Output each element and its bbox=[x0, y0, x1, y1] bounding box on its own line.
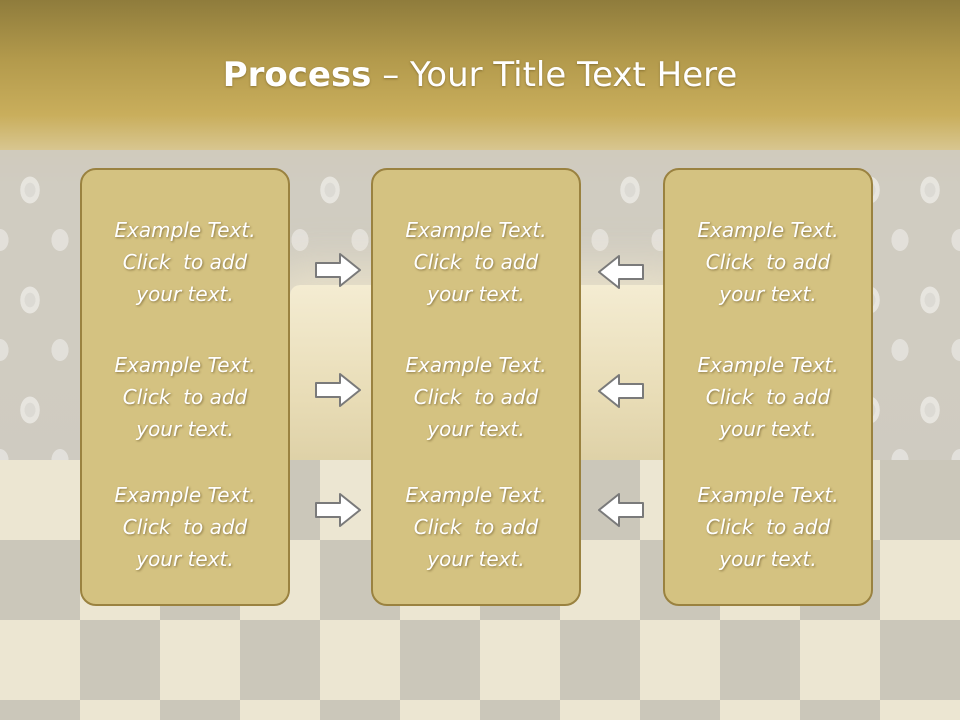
box-text[interactable]: Example Text. Click to add your text. bbox=[665, 349, 871, 445]
text-line: Click to add bbox=[413, 250, 539, 274]
text-line: Example Text. bbox=[405, 353, 547, 377]
box-text[interactable]: Example Text. Click to add your text. bbox=[373, 214, 579, 310]
text-line: Example Text. bbox=[114, 218, 256, 242]
text-line: Click to add bbox=[122, 515, 248, 539]
arrow-right-icon bbox=[315, 373, 361, 407]
box-text[interactable]: Example Text. Click to add your text. bbox=[373, 349, 579, 445]
text-line: Example Text. bbox=[697, 353, 839, 377]
box-text[interactable]: Example Text. Click to add your text. bbox=[373, 479, 579, 575]
arrow-left-icon bbox=[598, 493, 644, 527]
text-line: your text. bbox=[427, 547, 525, 571]
text-line: your text. bbox=[136, 547, 234, 571]
text-line: Example Text. bbox=[697, 218, 839, 242]
slide-title[interactable]: Process – Your Title Text Here bbox=[0, 52, 960, 98]
text-line: Example Text. bbox=[114, 483, 256, 507]
title-rest: – Your Title Text Here bbox=[371, 55, 738, 95]
arrow-right-icon bbox=[315, 493, 361, 527]
box-text[interactable]: Example Text. Click to add your text. bbox=[82, 479, 288, 575]
text-line: your text. bbox=[719, 282, 817, 306]
text-line: Example Text. bbox=[697, 483, 839, 507]
process-box-left[interactable]: Example Text. Click to add your text. Ex… bbox=[80, 168, 290, 606]
text-line: Click to add bbox=[122, 385, 248, 409]
text-line: Click to add bbox=[705, 515, 831, 539]
text-line: your text. bbox=[719, 547, 817, 571]
process-box-right[interactable]: Example Text. Click to add your text. Ex… bbox=[663, 168, 873, 606]
title-bold: Process bbox=[222, 55, 372, 95]
text-line: Click to add bbox=[413, 385, 539, 409]
box-text[interactable]: Example Text. Click to add your text. bbox=[82, 349, 288, 445]
text-line: Example Text. bbox=[114, 353, 256, 377]
text-line: Click to add bbox=[705, 385, 831, 409]
text-line: Click to add bbox=[122, 250, 248, 274]
text-line: your text. bbox=[136, 417, 234, 441]
process-box-center[interactable]: Example Text. Click to add your text. Ex… bbox=[371, 168, 581, 606]
box-text[interactable]: Example Text. Click to add your text. bbox=[82, 214, 288, 310]
text-line: Example Text. bbox=[405, 483, 547, 507]
box-text[interactable]: Example Text. Click to add your text. bbox=[665, 214, 871, 310]
text-line: your text. bbox=[136, 282, 234, 306]
arrow-left-icon bbox=[598, 374, 644, 408]
text-line: your text. bbox=[427, 417, 525, 441]
text-line: your text. bbox=[427, 282, 525, 306]
text-line: Click to add bbox=[705, 250, 831, 274]
box-text[interactable]: Example Text. Click to add your text. bbox=[665, 479, 871, 575]
text-line: Example Text. bbox=[405, 218, 547, 242]
arrow-left-icon bbox=[598, 255, 644, 289]
text-line: Click to add bbox=[413, 515, 539, 539]
text-line: your text. bbox=[719, 417, 817, 441]
arrow-right-icon bbox=[315, 253, 361, 287]
